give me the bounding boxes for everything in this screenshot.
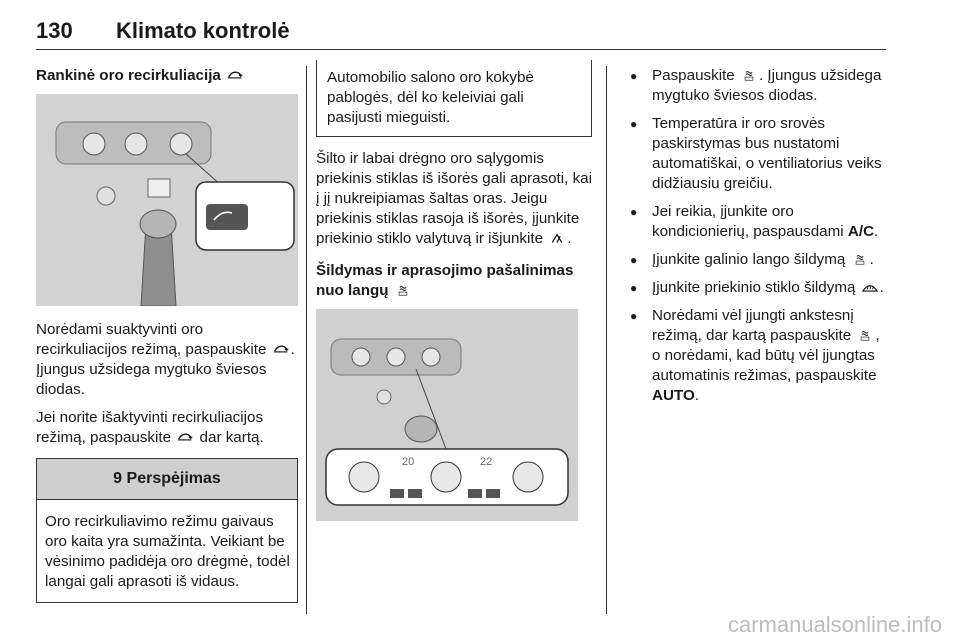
list-item: Paspauskite . Įjungus užsidega mygtuko š…: [628, 66, 890, 106]
warning-box: 9 Perspėjimas Oro recirkuliavimo režimu …: [36, 458, 298, 603]
page-number: 130: [36, 18, 73, 43]
column-divider: [606, 66, 607, 614]
watermark: carmanualsonline.info: [727, 612, 942, 637]
chapter-title: Klimato kontrolė: [116, 18, 290, 43]
text-span: Jei norite išaktyvinti recirkuliacijos r…: [36, 409, 264, 446]
text-span: .: [567, 230, 572, 247]
text-span: Temperatūra ir oro srovės paskirstymas b…: [652, 115, 882, 192]
paragraph-deactivate: Jei norite išaktyvinti recirkuliacijos r…: [36, 408, 298, 448]
air-recirculation-icon: [273, 345, 289, 353]
text-span: , o norėdami, kad būtų vėl įjungtas auto…: [652, 327, 880, 384]
text-span: Norėdami vėl įjungti ankstesnį režimą, d…: [652, 307, 854, 344]
max-defrost-icon: [861, 331, 870, 341]
text-span: .: [869, 251, 874, 268]
paragraph-activate: Norėdami suaktyvinti oro recirkuliacijos…: [36, 320, 298, 400]
steps-list: Paspauskite . Įjungus užsidega mygtuko š…: [628, 66, 890, 406]
list-item: Norėdami vėl įjungti ankstesnį režimą, d…: [628, 306, 890, 406]
list-item: Įjunkite galinio lango šildymą .: [628, 250, 890, 270]
text-span: Įjunkite galinio lango šildymą: [652, 251, 846, 268]
warning-triangle-icon: 9: [113, 470, 123, 487]
note-box: Automobilio salono oro kokybė pablogės, …: [316, 60, 592, 137]
header-rule: [36, 49, 886, 50]
air-recirculation-icon: [227, 71, 243, 79]
text-span: .: [879, 279, 884, 296]
text-span: . Įjungus užsidega mygtuko šviesos dioda…: [36, 341, 295, 398]
text-span: Paspauskite: [652, 67, 735, 84]
illustration-climate-panel: 20 22: [316, 309, 578, 521]
illus-left-temp: 20: [402, 456, 414, 468]
warning-title: Perspėjimas: [126, 470, 221, 487]
section-heading-defrost: Šildymas ir aprasojimo pašalinimas nuo l…: [316, 261, 592, 301]
column-middle: Automobilio salono oro kokybė pablogės, …: [316, 60, 592, 521]
heading-text: Rankinė oro recirkuliacija: [36, 67, 221, 84]
text-span: .: [694, 387, 699, 404]
auto-label: AUTO: [652, 387, 695, 404]
text-span: Įjunkite priekinio stiklo šildymą: [652, 279, 856, 296]
illus-right-temp: 22: [480, 456, 492, 468]
text-span: Jei reikia, įjunkite oro kondicionierių,…: [652, 203, 844, 240]
page-header: 130 Klimato kontrolė: [36, 10, 886, 50]
column-left: Rankinė oro recirkuliacija Norėdami suak…: [36, 60, 298, 603]
text-span: dar kartą.: [199, 429, 264, 446]
list-item: Temperatūra ir oro srovės paskirstymas b…: [628, 114, 890, 194]
list-item: Jei reikia, įjunkite oro kondicionierių,…: [628, 202, 890, 242]
ac-label: A/C: [847, 223, 875, 240]
max-defrost-icon: [744, 71, 754, 81]
text-span: Norėdami suaktyvinti oro recirkuliacijos…: [36, 321, 267, 358]
heading-text: Šildymas ir aprasojimo pašalinimas nuo l…: [316, 262, 574, 299]
windscreen-heat-icon: [861, 285, 878, 292]
air-recirculation-icon: [178, 433, 193, 441]
text-span: .: [874, 223, 879, 240]
text-span: Šilto ir labai drėgno oro sąlygomis prie…: [316, 150, 593, 247]
illustration-recirculation-button: [36, 94, 298, 306]
warning-header: 9 Perspėjimas: [37, 459, 297, 500]
column-divider: [306, 66, 307, 614]
max-defrost-icon: [855, 255, 864, 265]
windscreen-wiper-icon: [552, 233, 563, 243]
warning-text: Oro recirkuliavimo režimu gaivaus oro ka…: [45, 513, 290, 590]
paragraph-fogging: Šilto ir labai drėgno oro sąlygomis prie…: [316, 149, 592, 249]
list-item: Įjunkite priekinio stiklo šildymą .: [628, 278, 890, 298]
column-right: Paspauskite . Įjungus užsidega mygtuko š…: [628, 60, 890, 414]
max-defrost-icon: [398, 286, 408, 296]
text-span: . Įjungus užsidega mygtuko šviesos dioda…: [652, 67, 882, 104]
section-heading-recirculation: Rankinė oro recirkuliacija: [36, 66, 298, 86]
